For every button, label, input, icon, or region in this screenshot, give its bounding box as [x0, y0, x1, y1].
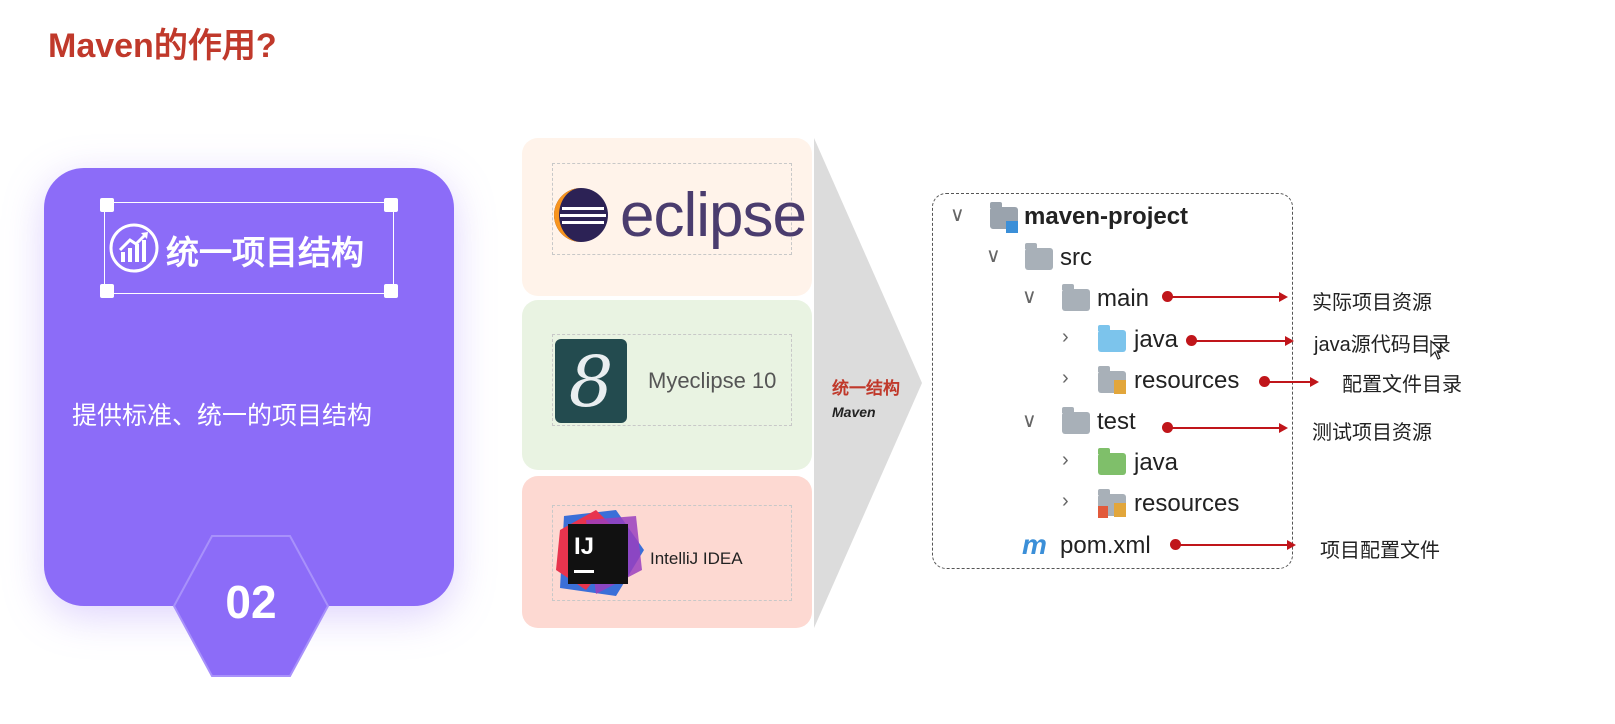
pointer-dot: [1170, 539, 1181, 550]
tree-item-test-resources[interactable]: resources: [1134, 490, 1240, 517]
tree-item-root[interactable]: maven-project: [1024, 203, 1189, 230]
resources-badge-icon: [1114, 503, 1126, 517]
intellij-label: IntelliJ IDEA: [650, 549, 743, 568]
pointer-arrow: [1176, 540, 1296, 550]
pointer-dot: [1259, 376, 1270, 387]
source-folder-icon: [1098, 325, 1126, 352]
annotation-main-java: java源代码目录: [1314, 334, 1451, 356]
intellij-logo-text: IJ: [574, 533, 594, 560]
pointer-arrow: [1265, 377, 1319, 387]
tree-item-main-resources[interactable]: resources: [1134, 367, 1240, 394]
number-hexagon: [172, 535, 330, 677]
test-source-folder-icon: [1098, 448, 1126, 475]
eclipse-label: eclipse: [620, 181, 807, 250]
myeclipse-logo-glyph: 8: [568, 341, 614, 423]
chevron-right-icon[interactable]: ›: [1062, 490, 1069, 512]
tree-item-src[interactable]: src: [1060, 244, 1092, 271]
maven-m-icon: m: [1022, 529, 1047, 560]
chevron-right-icon[interactable]: ›: [1062, 449, 1069, 471]
pointer-arrow: [1168, 423, 1288, 433]
frame-corner: [100, 198, 114, 212]
module-badge-icon: [1006, 221, 1018, 233]
folder-icon: [1062, 407, 1090, 434]
eclipse-frame: [552, 163, 792, 255]
resources-badge-icon: [1114, 380, 1126, 394]
annotation-main-resources: 配置文件目录: [1342, 374, 1462, 396]
intellij-frame: [552, 505, 792, 601]
chevron-down-icon[interactable]: ∨: [1022, 286, 1037, 308]
chevron-right-icon[interactable]: ›: [1062, 367, 1069, 389]
maven-logo: Maven: [832, 404, 876, 420]
annotation-test: 测试项目资源: [1312, 422, 1432, 444]
chevron-right-icon[interactable]: ›: [1062, 326, 1069, 348]
myeclipse-logo-icon: 8: [555, 339, 627, 423]
intellij-logo-icon: IJ: [556, 510, 644, 596]
eclipse-logo-icon: [554, 188, 608, 242]
tree-item-pom[interactable]: pom.xml: [1060, 532, 1151, 559]
annotation-main: 实际项目资源: [1312, 292, 1432, 314]
tree-item-test[interactable]: test: [1097, 408, 1136, 435]
pointer-dot: [1186, 335, 1197, 346]
card-description: 提供标准、统一的项目结构: [72, 402, 373, 430]
chevron-down-icon[interactable]: ∨: [986, 245, 1001, 267]
test-badge-icon: [1098, 506, 1108, 518]
growth-chart-icon: [109, 223, 159, 273]
tree-item-test-java[interactable]: java: [1134, 449, 1179, 476]
chevron-down-icon[interactable]: ∨: [950, 204, 965, 226]
mouse-cursor-icon: [1430, 340, 1444, 360]
pointer-arrow: [1192, 336, 1294, 346]
tree-item-main[interactable]: main: [1097, 285, 1150, 312]
chevron-down-icon[interactable]: ∨: [1022, 410, 1037, 432]
myeclipse-frame: [552, 334, 792, 426]
card-heading: 统一项目结构: [166, 234, 364, 271]
folder-icon: [1025, 243, 1053, 270]
myeclipse-label: Myeclipse 10: [648, 368, 777, 393]
unify-arrow: [814, 138, 922, 628]
card-number: 02: [225, 576, 277, 628]
annotation-pom: 项目配置文件: [1320, 540, 1440, 562]
pointer-dot: [1162, 291, 1173, 302]
page-title: Maven的作用?: [48, 27, 277, 65]
pointer-arrow: [1168, 292, 1288, 302]
unify-label: 统一结构: [832, 379, 900, 398]
heading-frame: [104, 202, 394, 294]
pointer-dot: [1162, 422, 1173, 433]
frame-corner: [384, 284, 398, 298]
frame-corner: [384, 198, 398, 212]
folder-icon: [1062, 284, 1090, 311]
tree-item-main-java[interactable]: java: [1134, 326, 1179, 353]
frame-corner: [100, 284, 114, 298]
